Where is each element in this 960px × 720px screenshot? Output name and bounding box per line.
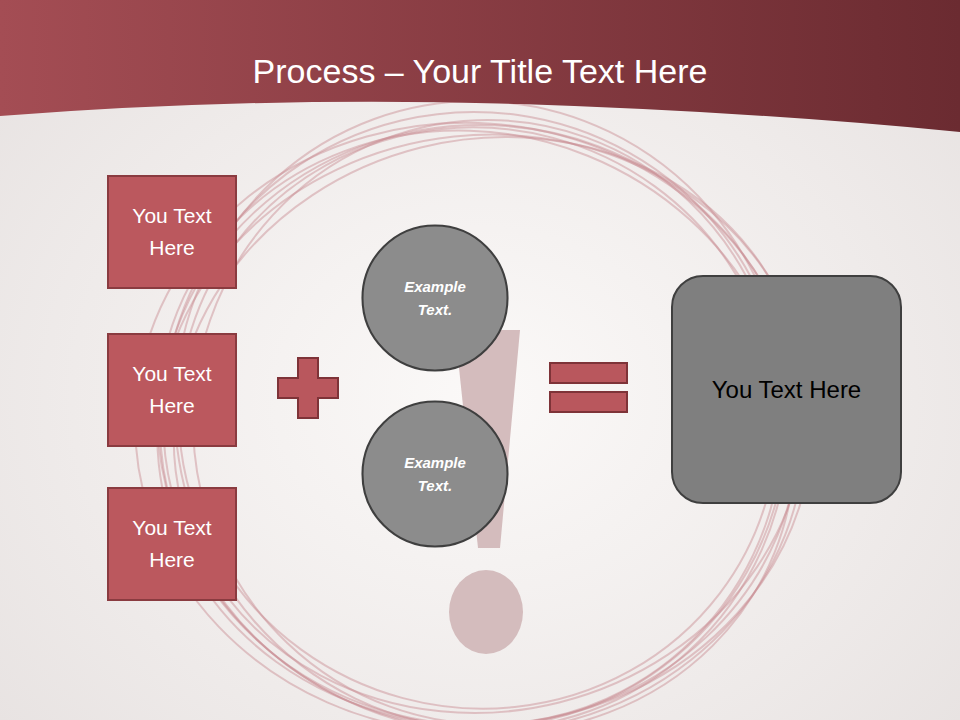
equals-sign bbox=[550, 363, 627, 412]
process-box: You Text Here bbox=[107, 175, 237, 289]
process-box: You Text Here bbox=[107, 487, 237, 601]
node-text: Example Text. bbox=[391, 275, 479, 321]
node-text: You Text Here bbox=[121, 200, 223, 264]
plus-sign bbox=[278, 358, 338, 418]
result-box: You Text Here bbox=[671, 275, 902, 504]
node-text: You Text Here bbox=[712, 375, 861, 405]
header-band bbox=[0, 0, 960, 132]
circle-outline bbox=[361, 400, 509, 548]
process-box: You Text Here bbox=[107, 333, 237, 447]
slide-title: Process – Your Title Text Here bbox=[0, 52, 960, 91]
circle-outline bbox=[361, 224, 509, 372]
process-circle: Example Text. bbox=[361, 224, 509, 372]
node-text: You Text Here bbox=[121, 512, 223, 576]
process-circle: Example Text. bbox=[361, 400, 509, 548]
node-text: You Text Here bbox=[121, 358, 223, 422]
node-text: Example Text. bbox=[391, 451, 479, 497]
